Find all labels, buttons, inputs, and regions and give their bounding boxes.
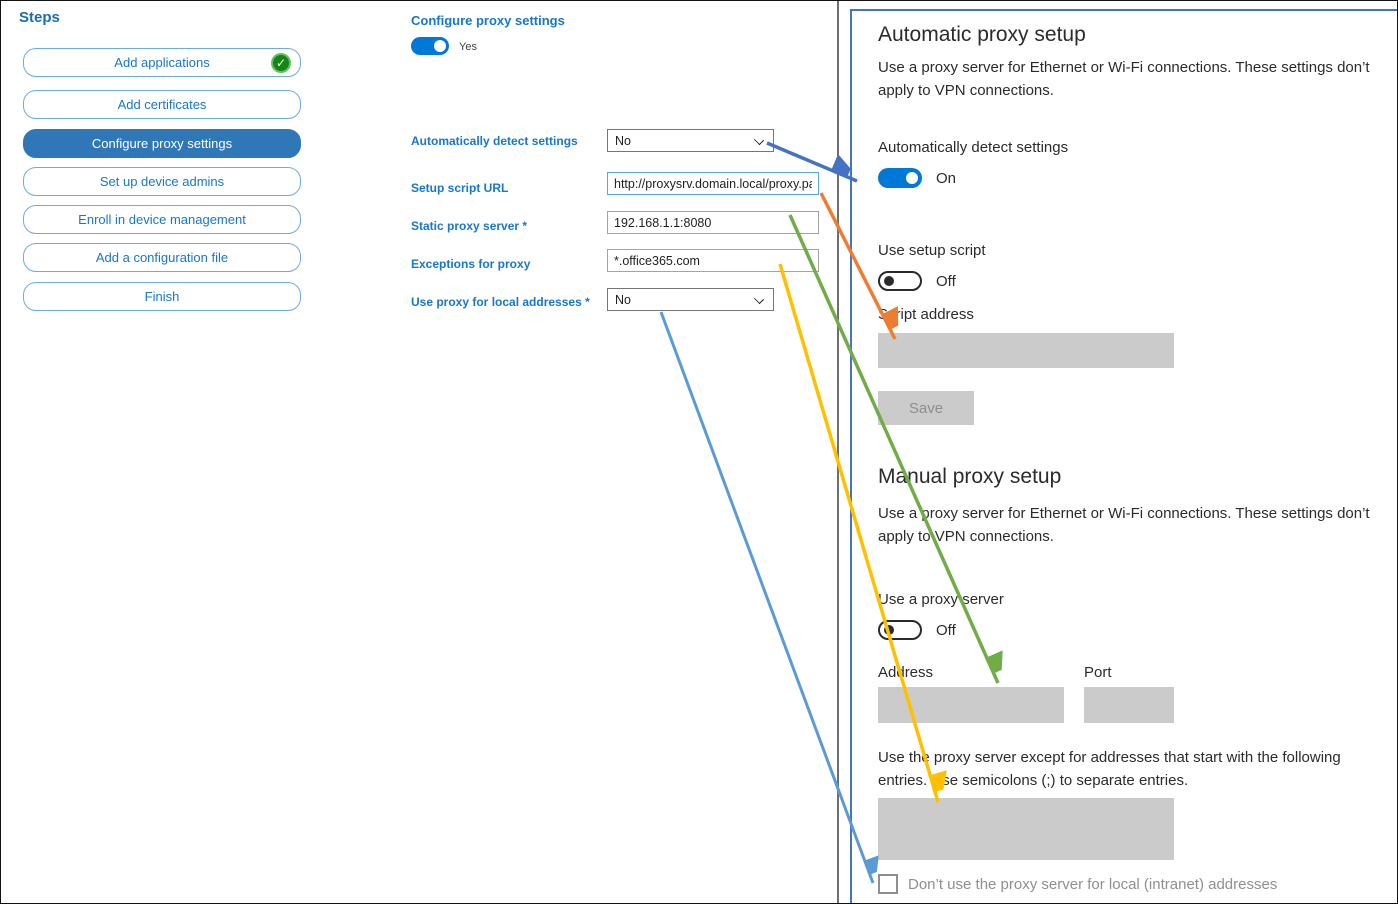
step-label: Add applications: [114, 55, 210, 70]
local-addresses-arrow: [659, 311, 873, 884]
address-input: [878, 687, 1064, 723]
exceptions-textarea: [878, 798, 1174, 860]
automatically-detect-settings-select[interactable]: No: [607, 129, 774, 152]
step-button-add-certificates[interactable]: Add certificates: [23, 90, 301, 119]
detect-settings-state: On: [936, 170, 957, 187]
step-button-set-up-device-admins[interactable]: Set up device admins: [23, 167, 301, 196]
use-proxy-server-state: Off: [936, 622, 956, 639]
step-button-configure-proxy-settings[interactable]: Configure proxy settings: [23, 129, 301, 158]
steps-heading: Steps: [19, 9, 60, 26]
field-label-exceptions-for-proxy: Exceptions for proxy: [411, 257, 531, 271]
toggle-knob: [434, 40, 446, 52]
configure-proxy-toggle[interactable]: [411, 37, 449, 55]
chevron-down-icon: [753, 293, 765, 305]
save-button: Save: [878, 391, 974, 425]
automatic-proxy-description: Use a proxy server for Ethernet or Wi-Fi…: [878, 59, 1370, 99]
step-button-finish[interactable]: Finish: [23, 282, 301, 311]
field-label-static-proxy-server: Static proxy server *: [411, 219, 528, 233]
manual-proxy-description: Use a proxy server for Ethernet or Wi-Fi…: [878, 505, 1370, 545]
use-setup-script-label: Use setup script: [878, 242, 986, 259]
static-proxy-server-input[interactable]: [607, 211, 819, 234]
manual-proxy-setup-heading: Manual proxy setup: [878, 465, 1062, 488]
step-label: Set up device admins: [99, 174, 225, 189]
step-button-add-a-configuration-file[interactable]: Add a configuration file: [23, 243, 301, 272]
field-label-use-proxy-for-local-addresses: Use proxy for local addresses *: [411, 295, 590, 309]
step-button-enroll-in-device-management[interactable]: Enroll in device management: [23, 205, 301, 234]
select-value: No: [615, 292, 631, 307]
use-proxy-server-label: Use a proxy server: [878, 591, 1004, 608]
form-title: Configure proxy settings: [411, 13, 565, 28]
exceptions-description: Use the proxy server except for addresse…: [878, 749, 1341, 789]
local-addresses-checkbox-label: Don’t use the proxy server for local (in…: [908, 876, 1278, 893]
use-proxy-for-local-addresses-select[interactable]: No: [607, 288, 774, 311]
script-address-label: Script address: [878, 306, 974, 323]
port-label: Port: [1084, 664, 1112, 681]
field-label-setup-script-url: Setup script URL: [411, 181, 509, 195]
toggle-knob: [906, 172, 918, 184]
completed-check-icon: ✓: [271, 53, 291, 73]
exceptions-for-proxy-input[interactable]: [607, 249, 819, 272]
step-label: Add a configuration file: [95, 250, 229, 265]
step-label: Finish: [144, 289, 180, 304]
use-setup-script-toggle[interactable]: [878, 271, 922, 291]
detect-settings-label: Automatically detect settings: [878, 139, 1069, 156]
automatic-proxy-setup-heading: Automatic proxy setup: [878, 23, 1086, 46]
chevron-down-icon: [753, 134, 765, 146]
step-label: Configure proxy settings: [91, 136, 233, 151]
port-input: [1084, 687, 1174, 723]
windows-proxy-settings-panel: Automatic proxy setup Use a proxy server…: [850, 9, 1397, 903]
select-value: No: [615, 133, 631, 148]
address-label: Address: [878, 664, 934, 681]
setup-script-url-input[interactable]: [607, 172, 819, 195]
step-label: Enroll in device management: [78, 212, 246, 227]
use-proxy-server-toggle[interactable]: [878, 620, 922, 640]
toggle-knob: [884, 625, 894, 635]
field-label-automatically-detect-settings: Automatically detect settings: [411, 134, 578, 148]
toggle-knob: [884, 276, 894, 286]
configure-proxy-toggle-label: Yes: [459, 41, 477, 53]
step-button-add-applications[interactable]: Add applications ✓: [23, 48, 301, 77]
local-addresses-checkbox: [878, 874, 898, 894]
use-setup-script-state: Off: [936, 273, 956, 290]
detect-settings-toggle[interactable]: [878, 168, 922, 188]
vertical-divider: [837, 1, 839, 903]
step-label: Add certificates: [117, 97, 207, 112]
script-address-input: [878, 333, 1174, 368]
